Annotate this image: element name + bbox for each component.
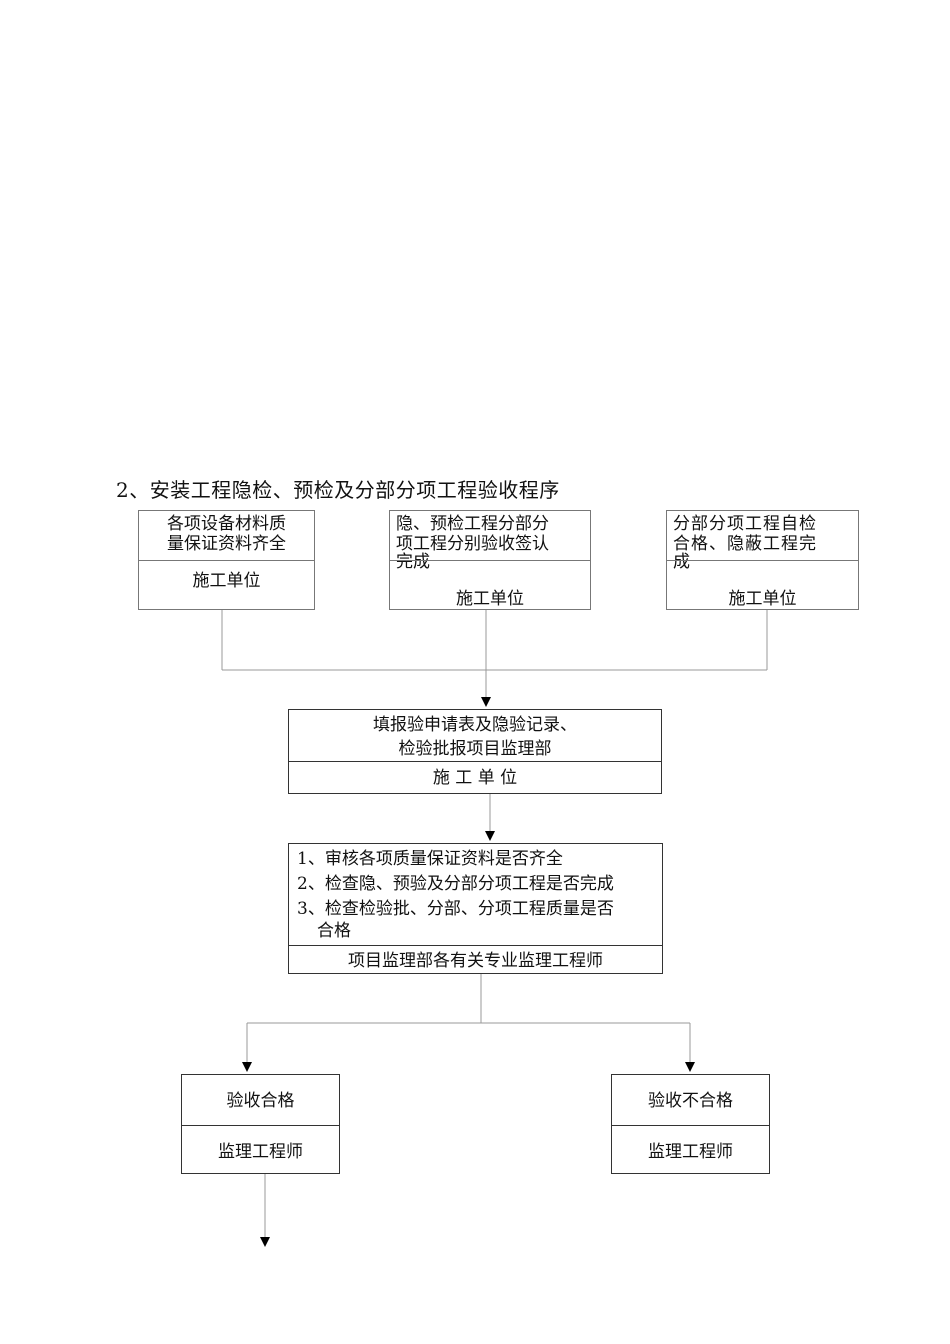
box-text-line: 完成 (396, 552, 430, 572)
box-text-line: 项工程分别验收签认 (396, 534, 549, 554)
box-text-line: 检验批报项目监理部 (398, 739, 552, 759)
box-text-line: 分部分项工程自检 (673, 514, 817, 534)
box-text-line: 合格、隐蔽工程完 (673, 534, 817, 554)
submit-application-box: 填报验申请表及隐验记录、 检验批报项目监理部 施 工 单 位 (288, 709, 662, 794)
checklist-item: 3、检查检验批、分部、分项工程质量是否 (297, 899, 614, 919)
accepted-box: 验收合格 监理工程师 (181, 1074, 340, 1174)
self-check-text: 分部分项工程自检 合格、隐蔽工程完 成 (667, 514, 858, 572)
accepted-label: 验收合格 (226, 1091, 295, 1111)
inspection-signoff-box: 隐、预检工程分部分 项工程分别验收签认 完成 施工单位 (389, 510, 591, 610)
materials-docs-box: 各项设备材料质 量保证资料齐全 施工单位 (138, 510, 315, 610)
box-text-line: 隐、预检工程分部分 (396, 514, 549, 534)
unit-label: 施 工 单 位 (289, 761, 661, 793)
checklist-item: 2、检查隐、预验及分部分项工程是否完成 (297, 874, 614, 894)
unit-label: 施工单位 (139, 560, 314, 609)
page-heading: 2、安装工程隐检、预检及分部分项工程验收程序 (116, 478, 560, 502)
unit-label: 施工单位 (390, 560, 590, 610)
reviewer-label: 项目监理部各有关专业监理工程师 (289, 945, 662, 973)
box-text-line: 成 (673, 552, 691, 572)
review-checklist: 1、审核各项质量保证资料是否齐全 2、检查隐、预验及分部分项工程是否完成 3、检… (289, 844, 662, 945)
box-text-line: 各项设备材料质 (167, 514, 286, 534)
submit-application-text: 填报验申请表及隐验记录、 检验批报项目监理部 (289, 713, 661, 761)
inspection-signoff-text: 隐、预检工程分部分 项工程分别验收签认 完成 (390, 514, 590, 572)
checklist-item-continuation: 合格 (317, 921, 351, 941)
rejected-label: 验收不合格 (648, 1091, 733, 1111)
supervision-review-box: 1、审核各项质量保证资料是否齐全 2、检查隐、预验及分部分项工程是否完成 3、检… (288, 843, 663, 974)
engineer-label: 监理工程师 (182, 1125, 339, 1173)
materials-docs-text: 各项设备材料质 量保证资料齐全 (139, 514, 314, 560)
box-text-line: 填报验申请表及隐验记录、 (373, 715, 577, 735)
self-check-box: 分部分项工程自检 合格、隐蔽工程完 成 施工单位 (666, 510, 859, 610)
checklist-item: 1、审核各项质量保证资料是否齐全 (297, 849, 563, 869)
engineer-label: 监理工程师 (612, 1125, 769, 1173)
rejected-box: 验收不合格 监理工程师 (611, 1074, 770, 1174)
box-text-line: 量保证资料齐全 (167, 534, 286, 554)
unit-label: 施工单位 (667, 560, 858, 610)
